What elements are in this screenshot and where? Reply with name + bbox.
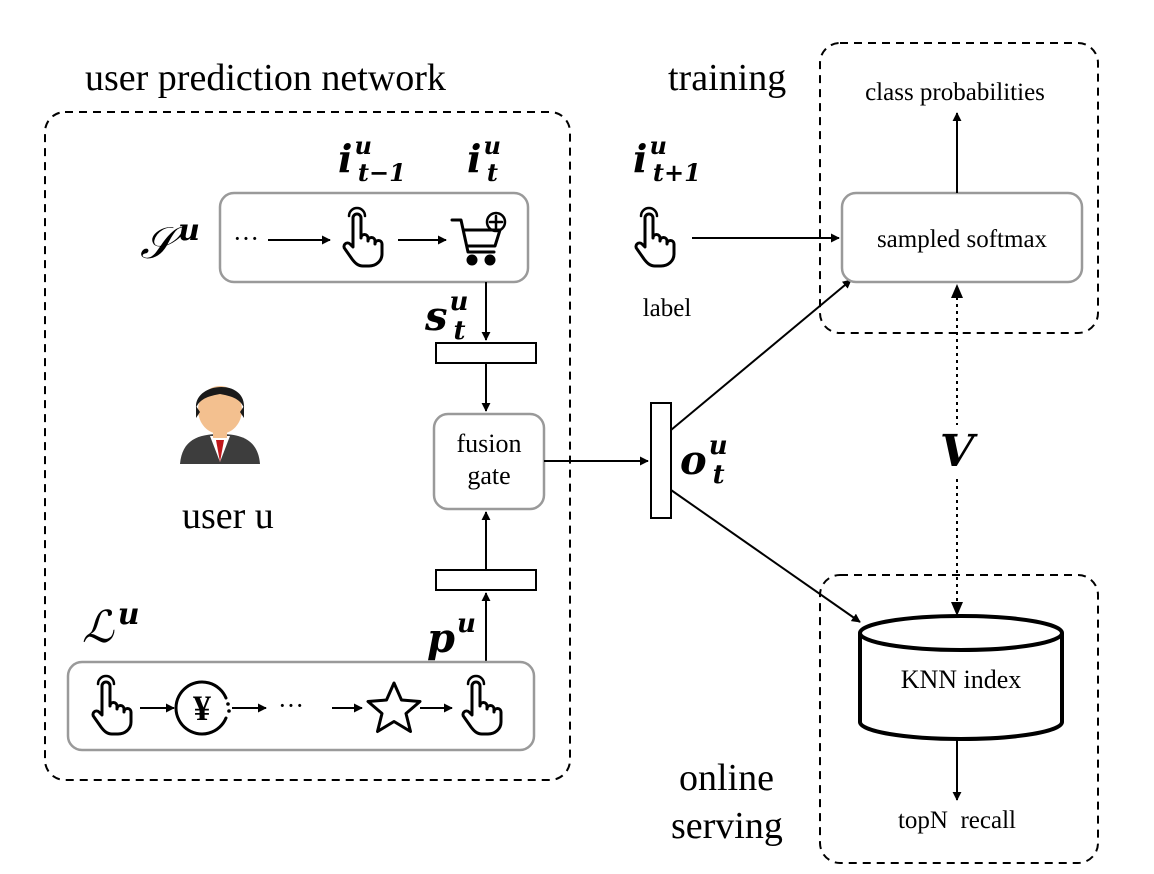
training-title: training bbox=[668, 57, 786, 99]
user-prediction-network-container bbox=[44, 111, 571, 781]
sampled-softmax-box bbox=[840, 191, 1084, 284]
training-container bbox=[819, 42, 1099, 334]
long-term-vector-symbol: pu bbox=[427, 609, 476, 662]
output-to-softmax-arrow bbox=[670, 279, 852, 431]
user-avatar-icon bbox=[180, 386, 260, 464]
online-serving-title-line1: online bbox=[679, 757, 774, 799]
sampled-softmax-label: sampled softmax bbox=[877, 226, 1048, 253]
user-prediction-network-title: user prediction network bbox=[85, 57, 446, 99]
class-probabilities-label: class probabilities bbox=[865, 79, 1045, 106]
output-vector bbox=[650, 402, 672, 519]
long-ellipsis: ··· bbox=[278, 691, 304, 720]
long-term-vector bbox=[435, 569, 537, 591]
knn-index-cylinder bbox=[858, 614, 1064, 741]
yuan-coin-icon: ¥ bbox=[174, 680, 231, 736]
short-ellipsis: ··· bbox=[233, 224, 259, 253]
short-term-vector bbox=[435, 342, 537, 364]
label-text: label bbox=[643, 295, 692, 322]
fusion-gate-label-line1: fusion bbox=[457, 429, 522, 458]
svg-text:¥: ¥ bbox=[193, 688, 211, 728]
item-embedding-label-bg bbox=[940, 425, 976, 475]
fusion-gate-label-line2: gate bbox=[467, 461, 510, 490]
pointing-hand-icon bbox=[634, 206, 676, 268]
topn-recall-label: topN recall bbox=[898, 807, 1016, 834]
output-to-knn-arrow bbox=[670, 489, 861, 623]
user-label: user u bbox=[182, 495, 274, 537]
item-embedding-symbol: V bbox=[940, 426, 978, 477]
star-icon bbox=[366, 681, 422, 733]
online-serving-title-line2: serving bbox=[671, 805, 783, 847]
online-serving-container bbox=[819, 574, 1099, 864]
add-to-cart-icon bbox=[450, 211, 507, 266]
item-embedding-link-head-top bbox=[951, 284, 963, 298]
knn-index-label: KNN index bbox=[901, 665, 1022, 694]
item-embedding-link-head-bottom bbox=[951, 602, 963, 616]
